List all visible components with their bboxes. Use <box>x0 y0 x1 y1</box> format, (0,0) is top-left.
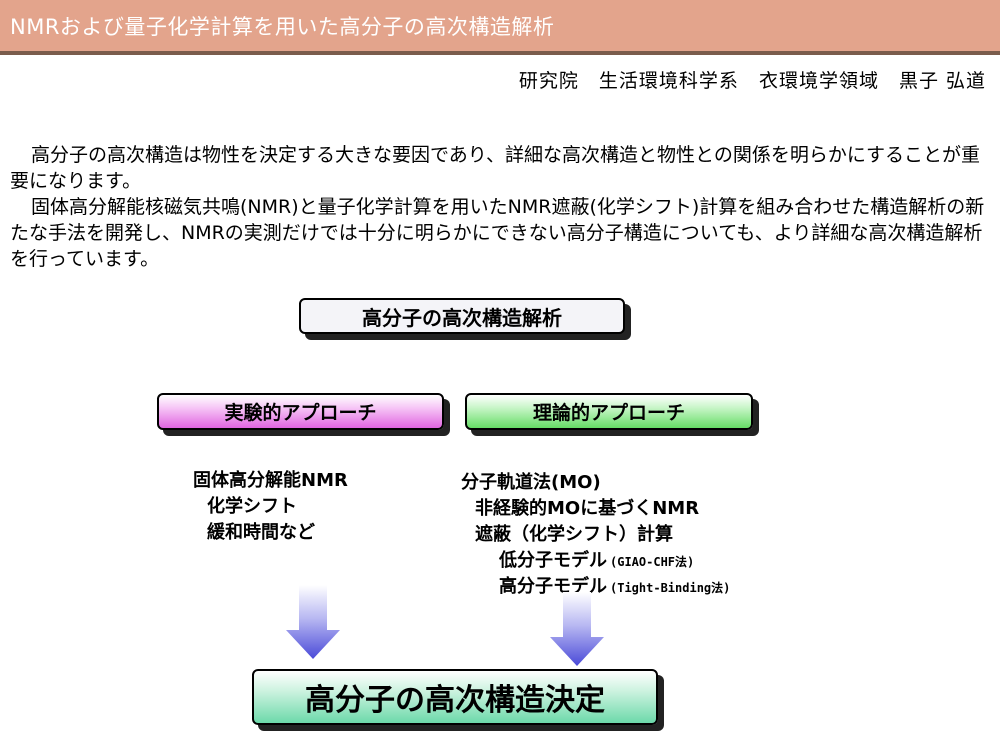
experimental-item: 緩和時間など <box>207 522 315 543</box>
theoretical-item-text: 高分子モデル <box>499 576 607 597</box>
analysis-title-box: 高分子の高次構造解析 <box>299 298 625 334</box>
theoretical-item-text: 低分子モデル <box>499 550 607 571</box>
down-arrow-icon <box>286 585 340 659</box>
byline-school: 研究院 <box>518 70 579 92</box>
theoretical-item-text: 遮蔽（化学シフト）計算 <box>475 524 673 545</box>
byline-department: 生活環境科学系 <box>598 70 739 92</box>
experimental-approach-box: 実験的アプローチ <box>157 393 444 430</box>
method-note: (GIAO-CHF法) <box>610 555 695 569</box>
theoretical-item-text: 非経験的MOに基づくNMR <box>475 498 700 519</box>
down-arrow-icon <box>550 592 604 666</box>
page-header: NMRおよび量子化学計算を用いた高分子の高次構造解析 <box>0 0 1000 55</box>
intro-text: 高分子の高次構造は物性を決定する大きな要因であり、詳細な高次構造と物性との関係を… <box>10 142 990 272</box>
experimental-list: 固体高分解能NMR 化学シフト 緩和時間など <box>193 468 348 546</box>
theoretical-approach-box: 理論的アプローチ <box>465 393 753 430</box>
experimental-item: 固体高分解能NMR <box>193 470 348 491</box>
experimental-item: 化学シフト <box>207 496 297 517</box>
theoretical-item: 遮蔽（化学シフト）計算 <box>461 522 730 548</box>
theoretical-item: 高分子モデル(Tight-Binding法) <box>461 574 730 600</box>
theoretical-item: 非経験的MOに基づくNMR <box>461 496 730 522</box>
page-title: NMRおよび量子化学計算を用いた高分子の高次構造解析 <box>10 15 555 39</box>
theoretical-item-text: 分子軌道法(MO) <box>461 472 601 493</box>
structure-determination-box: 高分子の高次構造決定 <box>252 669 658 725</box>
theoretical-item: 分子軌道法(MO) <box>461 470 730 496</box>
intro-paragraph-2: 固体高分解能核磁気共鳴(NMR)と量子化学計算を用いたNMR遮蔽(化学シフト)計… <box>10 196 985 270</box>
method-note: (Tight-Binding法) <box>610 581 731 595</box>
byline-author: 黒子 弘道 <box>898 70 986 92</box>
author-byline: 研究院生活環境科学系衣環境学領域黒子 弘道 <box>519 66 986 93</box>
byline-field: 衣環境学領域 <box>758 70 879 92</box>
intro-paragraph-1: 高分子の高次構造は物性を決定する大きな要因であり、詳細な高次構造と物性との関係を… <box>10 144 981 192</box>
theoretical-item: 低分子モデル(GIAO-CHF法) <box>461 548 730 574</box>
theoretical-list: 分子軌道法(MO) 非経験的MOに基づくNMR 遮蔽（化学シフト）計算 低分子モ… <box>461 470 730 600</box>
